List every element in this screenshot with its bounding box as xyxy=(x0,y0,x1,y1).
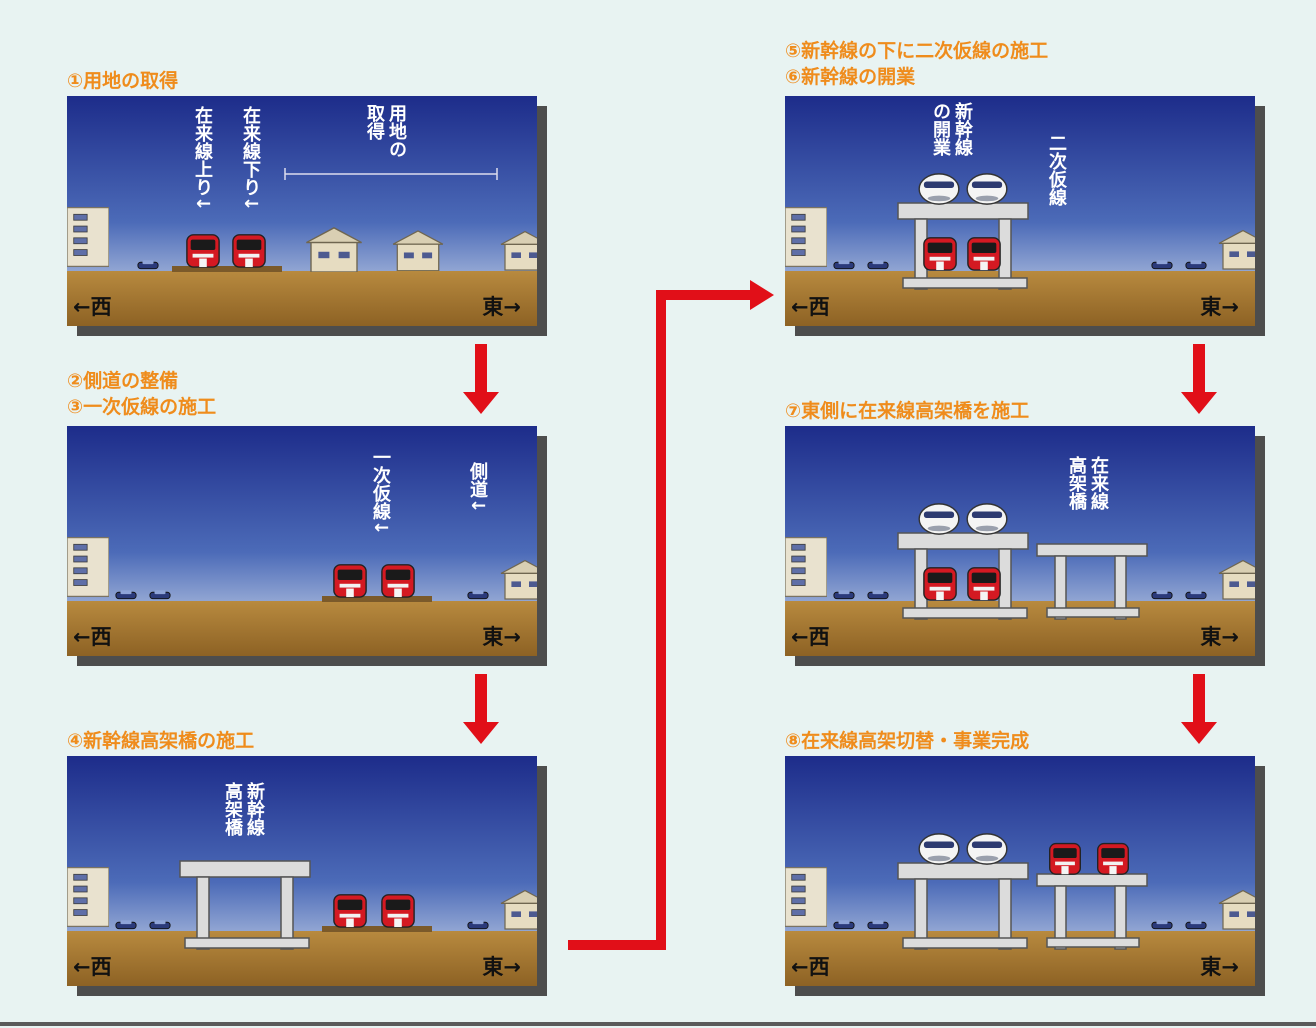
direction-west: ←西 xyxy=(73,625,112,649)
train xyxy=(333,564,367,598)
step8-scene xyxy=(785,756,1255,986)
bottom-rule xyxy=(0,1022,1316,1026)
building-west xyxy=(785,536,827,598)
direction-west: ←西 xyxy=(791,625,830,649)
direction-east: 東→ xyxy=(482,625,521,649)
train xyxy=(381,894,415,928)
step2-title: ②側道の整備 xyxy=(67,370,179,392)
step2-scene xyxy=(67,426,537,656)
train-down xyxy=(232,234,266,268)
step5-scene xyxy=(785,96,1255,326)
train xyxy=(1096,842,1130,875)
train xyxy=(923,237,957,271)
train xyxy=(381,564,415,598)
shinkansen xyxy=(966,833,1008,865)
step1-panel: 在来線上り↓ 在来線下り↓ 用地の取得 ←西 東→ xyxy=(67,96,547,336)
shinkansen-viaduct xyxy=(897,202,1029,290)
arrow-down-icon xyxy=(1181,344,1217,414)
train-up xyxy=(186,234,220,268)
direction-west: ←西 xyxy=(791,295,830,319)
arrow-down-icon xyxy=(463,344,499,414)
train xyxy=(923,567,957,601)
building-west xyxy=(67,206,109,268)
shinkansen-viaduct xyxy=(897,862,1029,950)
building-west xyxy=(785,206,827,268)
label-shinkansen-opening: 新幹線の開業 xyxy=(930,102,973,156)
step8-title: ⑧在来線高架切替・事業完成 xyxy=(785,730,1030,752)
direction-west: ←西 xyxy=(73,955,112,979)
shinkansen xyxy=(966,173,1008,205)
direction-east: 東→ xyxy=(1200,955,1239,979)
building-west xyxy=(67,536,109,598)
shinkansen-viaduct xyxy=(179,860,311,950)
label-second-temporary-line: 二次仮線 xyxy=(1046,134,1067,206)
step4-scene xyxy=(67,756,537,986)
step3-title: ③一次仮線の施工 xyxy=(67,396,217,418)
step8-panel: ←西 東→ xyxy=(785,756,1265,996)
conventional-viaduct xyxy=(1036,873,1148,950)
step2-panel: 一次仮線↓ 側道↓ ←西 東→ xyxy=(67,426,547,666)
train xyxy=(967,237,1001,271)
shinkansen-viaduct xyxy=(897,532,1029,620)
step6-title: ⑥新幹線の開業 xyxy=(785,66,916,88)
step4-panel: 新幹線高架橋 ←西 東→ xyxy=(67,756,547,996)
direction-east: 東→ xyxy=(482,295,521,319)
train xyxy=(1048,842,1082,875)
conventional-viaduct xyxy=(1036,543,1148,620)
direction-east: 東→ xyxy=(1200,625,1239,649)
step7-panel: 在来線高架橋 ←西 東→ xyxy=(785,426,1265,666)
shinkansen xyxy=(918,503,960,535)
train xyxy=(333,894,367,928)
shinkansen xyxy=(918,173,960,205)
shinkansen xyxy=(918,833,960,865)
step7-scene xyxy=(785,426,1255,656)
label-first-temporary-line: 一次仮線↓ xyxy=(370,448,391,536)
arrow-down-icon xyxy=(463,674,499,744)
label-conventional-down: 在来線下り↓ xyxy=(240,106,261,212)
direction-east: 東→ xyxy=(1200,295,1239,319)
connector-arrow-icon xyxy=(568,280,774,950)
label-land-acquisition: 用地の取得 xyxy=(364,104,407,158)
direction-east: 東→ xyxy=(482,955,521,979)
direction-west: ←西 xyxy=(791,955,830,979)
step5-panel: 新幹線の開業 二次仮線 ←西 東→ xyxy=(785,96,1265,336)
label-conventional-viaduct: 在来線高架橋 xyxy=(1066,456,1109,510)
step1-scene xyxy=(67,96,537,326)
building-west xyxy=(67,866,109,928)
label-conventional-up: 在来線上り↓ xyxy=(192,106,213,212)
step5-title: ⑤新幹線の下に二次仮線の施工 xyxy=(785,40,1049,62)
shinkansen xyxy=(966,503,1008,535)
building-west xyxy=(785,866,827,928)
step7-title: ⑦東側に在来線高架橋を施工 xyxy=(785,400,1030,422)
step4-title: ④新幹線高架橋の施工 xyxy=(67,730,255,752)
label-shinkansen-viaduct: 新幹線高架橋 xyxy=(222,782,265,836)
arrow-down-icon xyxy=(1181,674,1217,744)
step1-title: ①用地の取得 xyxy=(67,70,179,92)
train xyxy=(967,567,1001,601)
label-side-road: 側道↓ xyxy=(467,462,488,514)
direction-west: ←西 xyxy=(73,295,112,319)
